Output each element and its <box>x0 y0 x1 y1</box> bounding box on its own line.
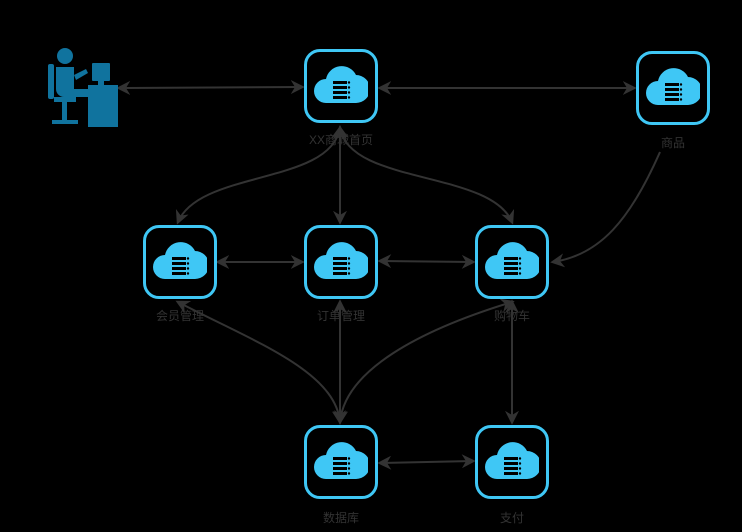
edge-homepage-member <box>175 125 345 225</box>
node-member[interactable] <box>143 225 217 299</box>
edge-user-homepage <box>116 80 305 95</box>
node-homepage-label: XX商城首页 <box>308 133 373 147</box>
node-database[interactable] <box>304 425 378 499</box>
edge-homepage-cart <box>335 125 515 225</box>
edge-database-payment <box>377 454 476 470</box>
cloud-server-icon <box>153 242 207 279</box>
node-orders-label: 订单管理 <box>316 309 365 323</box>
node-payment-label: 支付 <box>499 511 524 525</box>
edge-orders-cart <box>377 254 476 269</box>
node-database-label: 数据库 <box>322 511 359 525</box>
node-cart[interactable] <box>475 225 549 299</box>
node-member-label: 会员管理 <box>155 309 204 323</box>
user-at-computer-icon <box>48 48 118 127</box>
node-homepage[interactable] <box>304 49 378 123</box>
cloud-server-icon <box>314 442 368 479</box>
cloud-server-icon <box>485 242 539 279</box>
cloud-server-icon <box>646 68 700 105</box>
node-products[interactable] <box>636 51 710 125</box>
node-orders[interactable] <box>304 225 378 299</box>
cloud-server-icon <box>314 66 368 103</box>
node-cart-label: 购物车 <box>493 309 530 323</box>
cloud-server-icon <box>314 242 368 279</box>
edge-products-cart <box>550 151 661 268</box>
node-payment[interactable] <box>475 425 549 499</box>
node-products-label: 商品 <box>660 136 685 150</box>
edge-cart-database <box>334 298 515 425</box>
cloud-server-icon <box>485 442 539 479</box>
